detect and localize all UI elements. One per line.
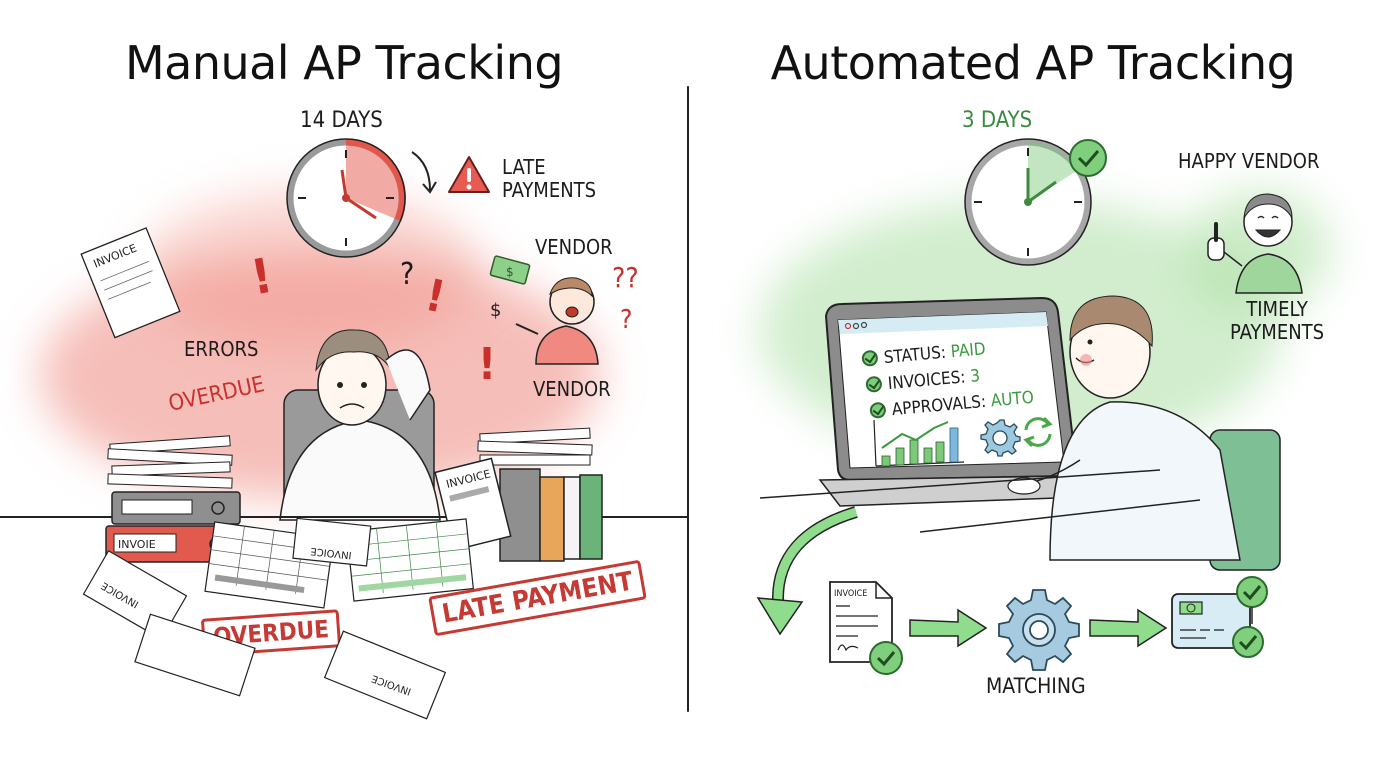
gear-icon — [998, 589, 1080, 671]
happy-vendor-label: HAPPY VENDOR — [1178, 149, 1320, 173]
desk-edge — [759, 469, 1201, 533]
late-payments-label: LATE PAYMENTS — [502, 155, 597, 202]
gear-icon — [980, 419, 1021, 457]
vendor-label-bottom: VENDOR — [533, 377, 611, 401]
question-icon: ?? — [612, 261, 639, 294]
matching-label: MATCHING — [986, 674, 1086, 698]
vendor-label-top: VENDOR — [535, 235, 613, 259]
desk-edge — [0, 516, 688, 518]
spreadsheet-papers-illustration: INVOICE — [204, 517, 474, 609]
stressed-worker-illustration — [279, 329, 441, 521]
clock-icon — [286, 138, 406, 258]
panel-divider — [687, 86, 689, 712]
binder-stack-illustration: INVOIE — [105, 435, 243, 563]
clock-icon — [964, 138, 1107, 266]
curved-flow-arrow-icon — [756, 506, 858, 636]
manual-clock-label: 14 DAYS — [300, 108, 383, 133]
scattered-invoices-illustration: INVOICE INVOICE — [82, 550, 447, 720]
invoice-document-icon — [829, 581, 903, 675]
question-icon: ? — [620, 305, 633, 335]
flow-invoice-label: INVOICE — [834, 589, 868, 599]
automated-panel: Automated AP Tracking 3 DAYS HAPPY VENDO… — [690, 0, 1376, 768]
curved-arrow-icon — [411, 151, 437, 194]
flow-arrow-icon — [1089, 608, 1168, 648]
check-icon — [861, 349, 879, 367]
svg-text:$: $ — [506, 265, 514, 279]
flow-arrow-icon — [909, 608, 988, 648]
svg-text:$: $ — [490, 300, 501, 321]
svg-text:INVOIE: INVOIE — [118, 538, 156, 551]
exclamation-icon: ! — [478, 339, 497, 390]
check-icon — [869, 401, 887, 419]
manual-panel: Manual AP Tracking 14 DAYS LATE PAYMENTS… — [0, 36, 688, 720]
timely-payments-label: TIMELY PAYMENTS — [1230, 297, 1325, 344]
question-icon: ? — [400, 257, 415, 292]
automated-title: Automated AP Tracking — [770, 36, 1296, 90]
happy-vendor-illustration — [1207, 193, 1303, 294]
errors-label: ERRORS — [184, 337, 259, 361]
angry-vendor-illustration: $ $ — [489, 255, 599, 365]
bar-chart-icon — [873, 419, 965, 467]
warning-icon — [448, 156, 490, 193]
payment-card-icon — [1171, 576, 1268, 658]
automated-clock-label: 3 DAYS — [962, 108, 1033, 133]
svg-text:INVOICE: INVOICE — [310, 545, 352, 560]
flying-invoice-illustration: INVOICE — [80, 227, 181, 339]
manual-title: Manual AP Tracking — [124, 36, 564, 90]
happy-worker-illustration — [1007, 295, 1281, 571]
sync-icon — [1023, 416, 1053, 448]
check-icon — [865, 375, 883, 393]
